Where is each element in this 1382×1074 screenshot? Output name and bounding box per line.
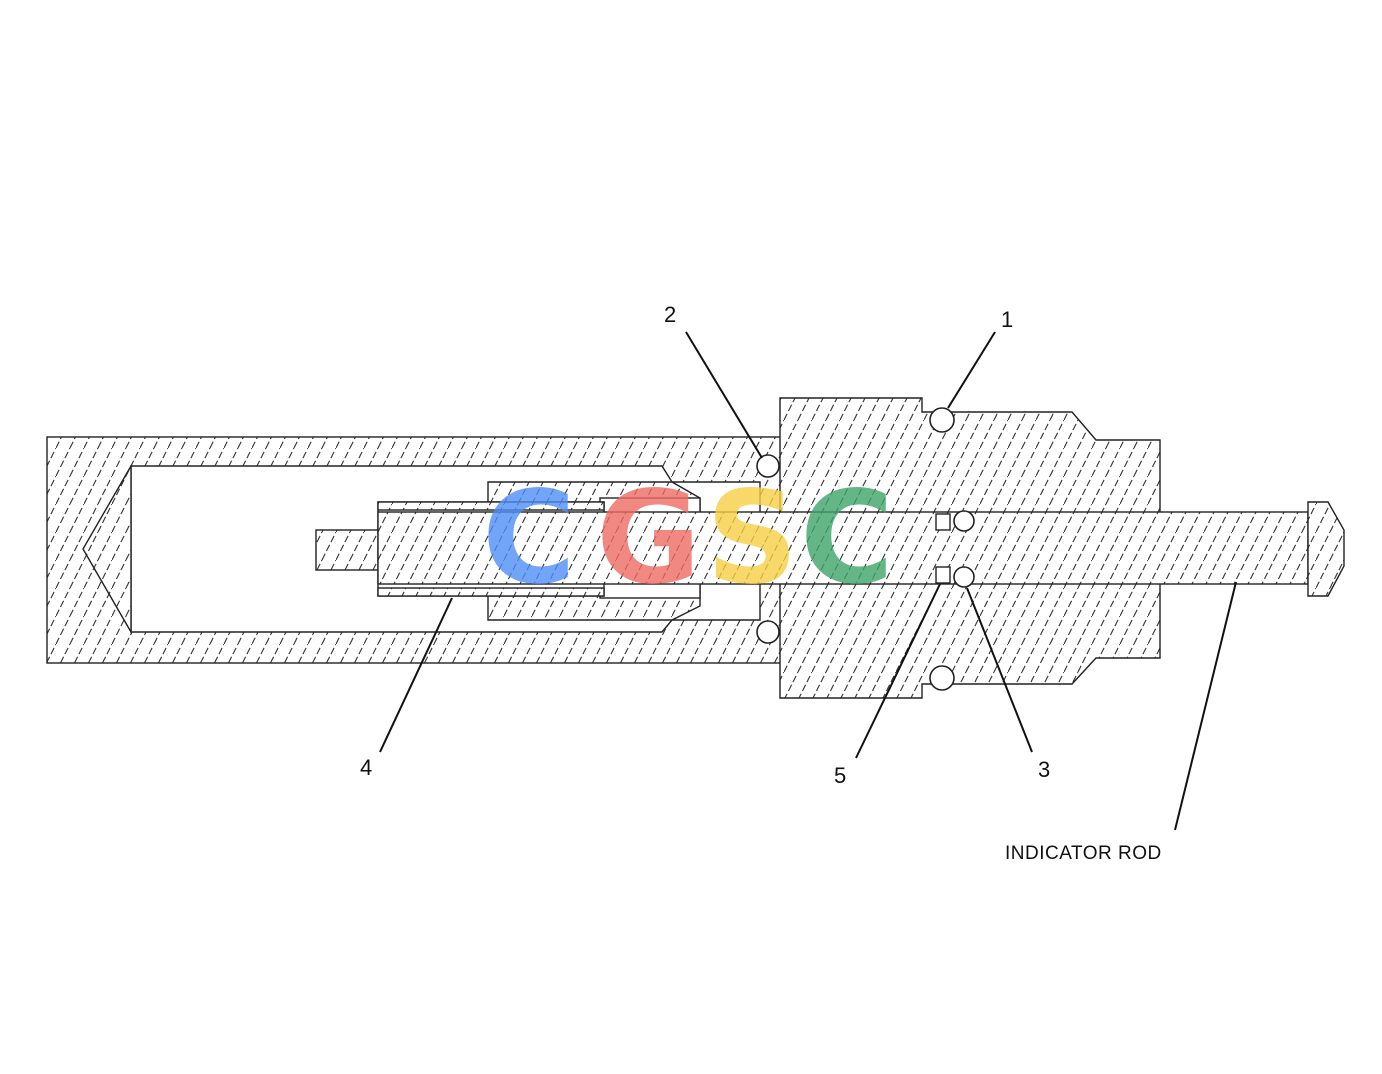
o-ring-2-bottom xyxy=(756,620,780,644)
watermark-letter: S xyxy=(706,464,798,613)
indicator-rod xyxy=(315,501,1345,597)
callout-1: 1 xyxy=(1001,307,1013,332)
watermark-letter: G xyxy=(596,464,701,613)
leader-1 xyxy=(947,331,996,409)
o-ring-3-top xyxy=(953,510,975,532)
leader-4 xyxy=(379,597,453,753)
callout-2: 2 xyxy=(664,302,676,327)
callout-4: 4 xyxy=(360,755,372,780)
o-ring-2-top xyxy=(756,454,780,478)
indicator-rod-caption: INDICATOR ROD xyxy=(1005,843,1162,864)
watermark-logo: C G S C xyxy=(482,464,894,613)
watermark-letter: C xyxy=(800,464,894,613)
o-ring-3-bottom xyxy=(953,566,975,588)
callout-3: 3 xyxy=(1038,757,1050,782)
leader-2 xyxy=(685,331,763,459)
leader-3 xyxy=(966,587,1033,753)
retaining-ring-top xyxy=(935,513,951,531)
leader-5 xyxy=(855,583,941,759)
o-ring-1-bottom xyxy=(929,665,955,691)
retaining-ring xyxy=(935,566,951,584)
leader-indicator-rod xyxy=(1174,581,1237,831)
o-ring-1-top xyxy=(929,407,955,433)
watermark-letter: C xyxy=(482,464,576,613)
callout-5: 5 xyxy=(834,763,846,788)
